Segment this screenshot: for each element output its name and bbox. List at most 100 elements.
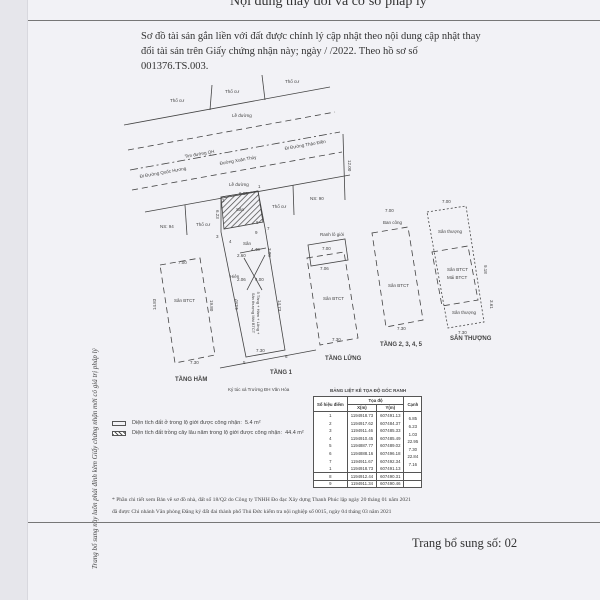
- col-edge: Cạnh: [403, 395, 423, 413]
- table-cell: 1: [313, 464, 348, 473]
- dim: 7.30: [332, 337, 341, 342]
- table-cell: 1194918.73: [346, 464, 378, 473]
- dim: 6.85: [239, 191, 248, 196]
- label-tho-cu: Thổ cư: [225, 88, 239, 94]
- table-cell: 1194917.62: [346, 419, 378, 427]
- dim: 7.00: [322, 246, 331, 251]
- legend: Diện tích đất ở trong lộ giới được công …: [112, 418, 304, 438]
- edge-value: 6.23: [408, 424, 418, 430]
- point: 7: [267, 226, 270, 231]
- edge-value: 6.85: [408, 416, 418, 422]
- label-tho-cu: Thổ cư: [196, 221, 210, 227]
- table-cell: 607489.02: [376, 442, 405, 450]
- update-paragraph: Sơ đồ tài sản gắn liền với đất được chỉn…: [141, 31, 481, 72]
- label-ns94: NS: 94: [160, 224, 174, 229]
- label-ranh: Ranh lô giới: [320, 232, 344, 237]
- label-san-btct: Sân BTCT: [447, 267, 468, 272]
- table-cell: 1194911.67: [346, 457, 378, 465]
- dim: 2.06: [237, 277, 246, 282]
- dim: 7.06: [320, 266, 329, 271]
- table-cell: 8: [313, 471, 348, 481]
- table-cell: 1194912.44: [346, 471, 378, 481]
- legend-text: Diện tích đất ở trong lộ giới được công …: [132, 420, 242, 426]
- table-cell: 607491.13: [376, 464, 405, 473]
- table-cell: 607490.46: [376, 479, 405, 489]
- table-cell: 7: [313, 457, 348, 465]
- table-cell: 1194887.77: [346, 442, 378, 450]
- label-ban-cong: Ban công: [383, 220, 403, 225]
- label-le-duong: Lề đường: [229, 182, 249, 187]
- label-san-btct: Sân BTCT: [388, 283, 409, 288]
- label-tho-cu: Thổ cư: [272, 203, 286, 209]
- label-ns90: NS: 90: [310, 196, 324, 201]
- plain-swatch: [112, 420, 126, 426]
- dim: 14.73: [277, 300, 282, 312]
- table-cell: 1: [313, 411, 348, 420]
- table-title: BẢNG LIỆT KÊ TỌA ĐỘ GÓC RANH: [330, 388, 407, 393]
- table-cell: 3: [313, 426, 348, 435]
- point: 3: [216, 234, 219, 239]
- label-san-btct: Sân BTCT: [323, 296, 344, 301]
- table-cell: 2: [313, 419, 348, 427]
- label-duong: Đường Xuân Thủy: [219, 153, 257, 165]
- table-cell: 1194910.45: [346, 434, 378, 443]
- point: 5: [243, 360, 246, 365]
- legend-item: Diện tích đất trồng cây lâu năm trong lộ…: [112, 428, 304, 438]
- table-cell: 5: [313, 442, 348, 450]
- legend-text: Diện tích đất trồng cây lâu năm trong lộ…: [132, 430, 283, 436]
- label-di-quoc-huong: Đi Đường Quốc Hương: [139, 166, 187, 179]
- table-cell: 607490.31: [376, 471, 405, 481]
- divider: [28, 20, 600, 21]
- table-cell: 4: [313, 434, 348, 443]
- legend-value: 5.4 m²: [244, 420, 261, 426]
- table-cell: 607485.33: [376, 426, 405, 435]
- dim: 4.40: [251, 247, 260, 252]
- label-tim-duong: Tim đường QH: [184, 149, 214, 159]
- dim: 4.00: [255, 277, 264, 282]
- floor-label-tang1: TẦNG 1: [270, 369, 293, 376]
- floor-label-tang2345: TẦNG 2, 3, 4, 5: [380, 341, 423, 348]
- dim: 7.00: [178, 260, 187, 265]
- label-san-btct: Sân BTCT: [174, 298, 195, 303]
- table-cell: 6: [313, 449, 348, 458]
- col-x: X(m): [346, 403, 378, 413]
- dim: 19.80: [209, 300, 214, 312]
- edge-value: 7.30: [408, 446, 418, 452]
- edge-value: 7.16: [408, 462, 418, 468]
- dim: 6.23: [215, 210, 220, 219]
- footnote-line: * Phần chi tiết xem Bản vẽ sơ đồ nhà, đấ…: [112, 497, 411, 503]
- label-mai-btct: Mái BTCT: [447, 275, 468, 280]
- label-hien: Hiên: [230, 274, 240, 279]
- label-building: 5 Tầng + Hầm + Lửng + Sân thượng Mái BTC…: [251, 291, 261, 335]
- table-cell: 607485.49: [376, 434, 405, 443]
- point: 4: [229, 239, 232, 244]
- divider: [28, 522, 600, 523]
- dim: 3.00: [267, 248, 272, 257]
- table-cell: 1194888.16: [346, 449, 378, 458]
- dim: 7.00: [442, 199, 451, 204]
- table-cell: 1194918.73: [346, 411, 378, 420]
- edge-value: 1.03: [408, 431, 418, 437]
- col-y: Y(m): [376, 403, 405, 413]
- legend-value: 44.4 m²: [285, 430, 304, 436]
- floor-label-thuong: SÂN THƯỢNG: [450, 335, 492, 342]
- dim: 7.30: [256, 348, 265, 353]
- table-cell: [403, 471, 423, 481]
- point: 9: [255, 230, 258, 235]
- point: 2: [222, 198, 225, 203]
- label-san: Sân: [243, 241, 252, 246]
- col-coord: Tọa độ: [346, 396, 405, 405]
- label-san-thuong: Sân thượng: [452, 310, 476, 315]
- dim: 14.83: [152, 298, 157, 310]
- document-page: [27, 0, 600, 600]
- dim: 7.30: [458, 330, 467, 335]
- dim: 3.61: [489, 300, 494, 309]
- table-cell: 607491.13: [376, 411, 405, 420]
